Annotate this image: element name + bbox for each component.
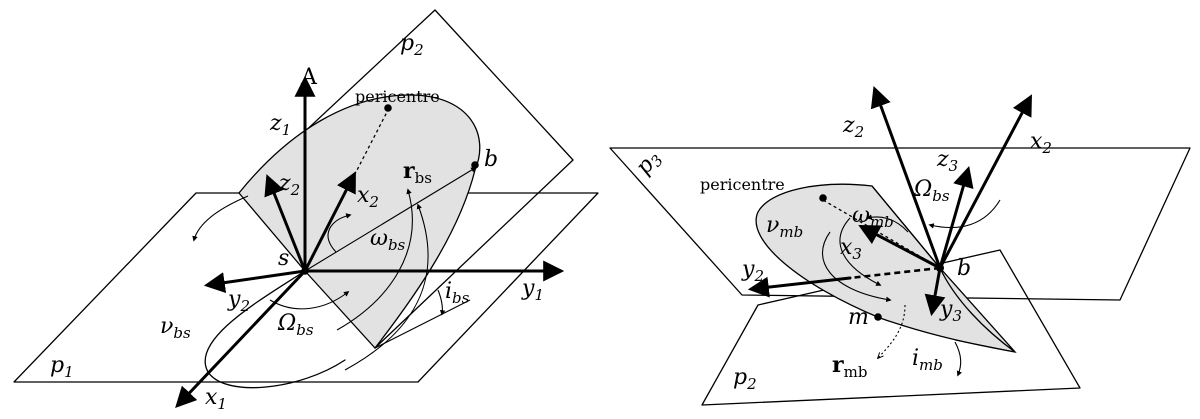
orbit-region-right <box>755 183 1017 353</box>
x3-axis <box>858 225 942 270</box>
Omega-bs-arc-right <box>928 199 1001 229</box>
outer-arrow-arc <box>192 195 249 242</box>
nu-arc <box>344 203 429 371</box>
label-p1: p1 <box>50 353 74 381</box>
label-s: s <box>278 246 289 271</box>
plane-p2 <box>238 9 574 349</box>
right-diagram: pericentre b m p3 p2 z2 x2 z3 x3 y3 y2 r… <box>609 86 1191 406</box>
label-i-bs: ibs <box>445 279 470 307</box>
label-i-mb: imb <box>912 346 943 374</box>
i-mb-arc <box>954 341 962 377</box>
omega-arc <box>327 213 352 253</box>
label-pericentre-right: pericentre <box>700 175 785 194</box>
label-nu-mb: νmb <box>766 213 803 241</box>
plane-p3 <box>609 147 1191 301</box>
y3-axis <box>924 266 946 317</box>
label-x1: x1 <box>205 385 227 413</box>
y2-axis-right <box>747 276 852 298</box>
incl-line-right <box>954 339 1016 353</box>
z3-axis <box>938 165 974 270</box>
z2-axis-right <box>870 86 942 270</box>
label-y2-right: y2 <box>741 257 764 285</box>
x1-axis <box>175 269 307 409</box>
point-pericentre-right <box>819 194 827 202</box>
label-y3: y3 <box>939 297 962 325</box>
nu-mb-arc <box>821 231 892 303</box>
z2-axis <box>264 174 307 273</box>
label-m: m <box>848 305 869 330</box>
label-p3: p3 <box>631 146 667 181</box>
label-b-right: b <box>957 256 971 281</box>
point-s <box>301 267 309 275</box>
arrow-A-label: A <box>300 65 318 90</box>
label-omega-bs: ωbs <box>370 226 406 254</box>
incl-line <box>374 299 471 349</box>
label-omega-mb: ωmb <box>852 203 894 231</box>
x2-axis <box>303 171 356 273</box>
label-y1: y1 <box>521 276 544 304</box>
label-p2-right: p2 <box>733 365 757 393</box>
orbit-region <box>238 94 481 350</box>
rbs-vector <box>304 167 477 272</box>
label-z2: z2 <box>278 171 300 199</box>
left-diagram: A pericentre b s p2 p1 z1 z2 x2 y2 y1 x1… <box>13 9 599 413</box>
label-rmb: rmb <box>832 352 867 381</box>
label-z1: z1 <box>269 111 291 139</box>
label-pericentre: pericentre <box>355 87 440 106</box>
omega-mb-arc <box>839 217 882 286</box>
label-nu-bs: νbs <box>160 314 191 342</box>
omega-arc-right-inner <box>866 214 909 233</box>
point-b <box>471 161 479 169</box>
i-arc <box>437 289 446 316</box>
label-x2-right: x2 <box>1030 129 1052 157</box>
x2-axis-right <box>938 94 1032 270</box>
label-Omega-bs-right: Ωbs <box>913 177 950 205</box>
node-line-right <box>849 266 941 280</box>
y2-axis <box>203 269 307 293</box>
point-m <box>874 313 882 321</box>
label-z2-right: z2 <box>842 113 864 141</box>
label-Omega-bs: Ωbs <box>277 311 314 339</box>
point-pericentre <box>384 104 392 112</box>
label-y2: y2 <box>227 287 250 315</box>
label-x2: x2 <box>357 183 379 211</box>
rmb-vector <box>878 304 906 358</box>
Omega-arc <box>269 290 350 310</box>
label-z3: z3 <box>936 147 958 175</box>
label-p2: p2 <box>400 31 424 59</box>
label-x3: x3 <box>840 235 862 263</box>
label-rbs: rbs <box>403 158 432 187</box>
label-b: b <box>484 147 498 172</box>
point-b-right <box>936 264 944 272</box>
